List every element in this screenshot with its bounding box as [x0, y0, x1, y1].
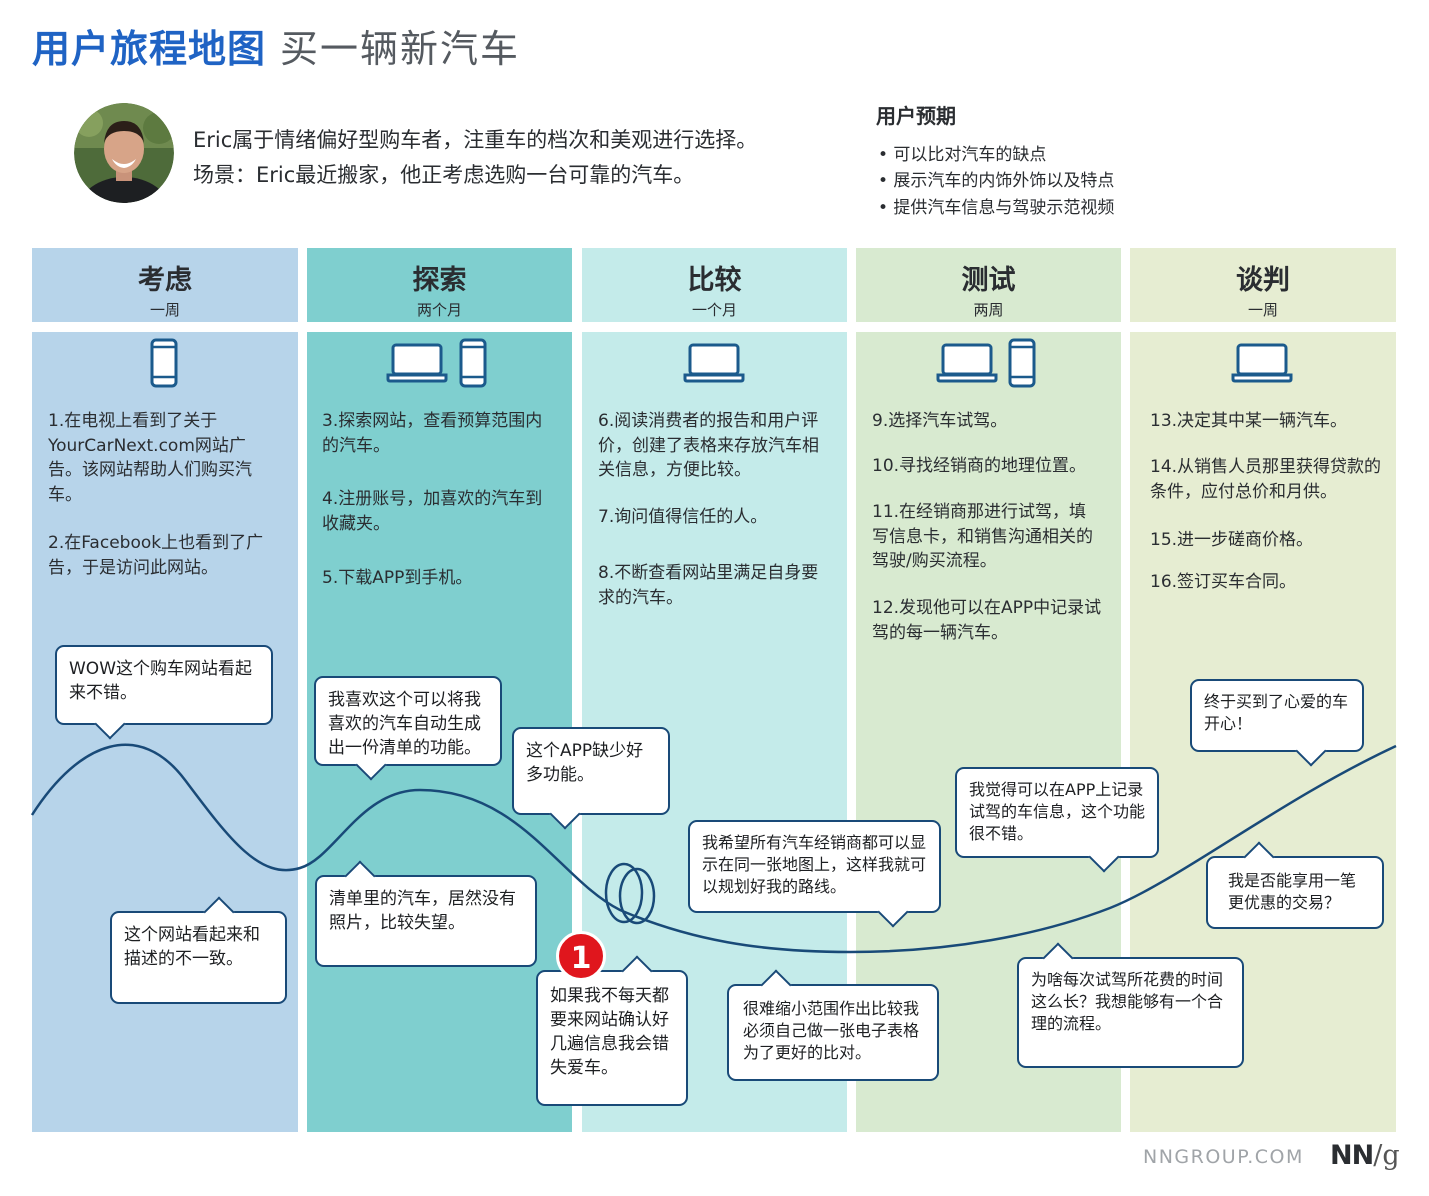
title-sub: 买一辆新汽车	[280, 27, 521, 71]
step-item: 1.在电视上看到了关于YourCarNext.com网站广告。该网站帮助人们购买…	[48, 411, 252, 505]
stage-name: 考虑	[138, 265, 192, 296]
thought-bubble: 这个APP缺少好多功能。	[512, 727, 670, 830]
thought-bubble: 为啥每次试驾所花费的时间这么长？我想能够有一个合理的流程。	[1017, 942, 1244, 1068]
thought-text: 为啥每次试驾所花费的时间这么长？我想能够有一个合理的流程。	[1031, 970, 1224, 1033]
stage-duration: 一个月	[691, 301, 737, 319]
step-item: 7.询问值得信任的人。	[598, 507, 768, 527]
step-item: 6.阅读消费者的报告和用户评价，创建了表格来存放汽车相关信息，方便比较。	[598, 411, 819, 480]
step-item: 12.发现他可以在APP中记录试驾的每一辆汽车。	[872, 598, 1102, 643]
thought-bubble: 我喜欢这个可以将我喜欢的汽车自动生成出一份清单的功能。	[314, 676, 502, 781]
stage-duration: 两周	[973, 301, 1004, 319]
expectations-title: 用户预期	[876, 104, 956, 128]
thought-bubble: 我觉得可以在APP上记录试驾的车信息，这个功能很不错。	[955, 767, 1159, 873]
logo-slash: /	[1373, 1140, 1383, 1171]
step-item: 8.不断查看网站里满足自身要求的汽车。	[598, 563, 819, 608]
stage-header-compare: 比较 一个月	[582, 248, 847, 322]
stage-header-negotiate: 谈判 一周	[1130, 248, 1396, 322]
step-item: 16.签订买车合同。	[1150, 572, 1297, 592]
thought-text: 清单里的汽车，居然没有照片，比较失望。	[329, 889, 516, 933]
step-item: 9.选择汽车试驾。	[872, 411, 1008, 431]
nng-logo: NN/g	[1330, 1140, 1400, 1171]
step-item: 5.下载APP到手机。	[322, 568, 473, 588]
step-item: 2.在Facebook上也看到了广告，于是访问此网站。	[48, 533, 264, 578]
logo-nn: NN	[1330, 1140, 1374, 1171]
stage-header-explore: 探索 两个月	[307, 248, 572, 322]
persona-description: Eric属于情绪偏好型购车者，注重车的档次和美观进行选择。	[193, 128, 758, 152]
step-item: 13.决定其中某一辆汽车。	[1150, 411, 1348, 431]
thought-text: 我喜欢这个可以将我喜欢的汽车自动生成出一份清单的功能。	[328, 690, 481, 758]
title-main: 用户旅程地图	[32, 27, 267, 71]
thought-bubble: 这个网站看起来和描述的不一致。	[110, 896, 287, 1004]
footer-site: NNGROUP.COM	[1143, 1146, 1304, 1168]
stage-name: 探索	[412, 265, 467, 296]
thought-text: 这个APP缺少好多功能。	[526, 741, 644, 785]
curve-loop-outer	[604, 862, 644, 924]
thought-bubble: 很难缩小范围作出比较我必须自己做一张电子表格为了更好的比对。	[727, 969, 939, 1081]
stage-duration: 一周	[149, 301, 180, 319]
laptop-icon	[683, 343, 745, 383]
laptop-icon	[936, 343, 998, 383]
step-item: 11.在经销商那进行试驾，填写信息卡，和销售沟通相关的驾驶/购买流程。	[872, 502, 1093, 571]
stage-duration: 两个月	[416, 301, 462, 319]
stage-header-test: 测试 两周	[856, 248, 1121, 322]
stage-name: 谈判	[1236, 265, 1290, 296]
thought-bubble: 清单里的汽车，居然没有照片，比较失望。	[315, 860, 537, 967]
thought-text: 我觉得可以在APP上记录试驾的车信息，这个功能很不错。	[969, 780, 1146, 843]
curve-loop-inner	[618, 867, 656, 925]
stage-duration: 一周	[1247, 301, 1278, 319]
step-item: 4.注册账号，加喜欢的汽车到收藏夹。	[322, 489, 543, 534]
emotion-line	[30, 743, 1397, 954]
step-item: 14.从销售人员那里获得贷款的条件，应付总价和月供。	[1150, 457, 1382, 502]
phone-icon	[459, 338, 487, 388]
step-item: 10.寻找经销商的地理位置。	[872, 456, 1087, 476]
laptop-icon	[1231, 343, 1293, 383]
stage-name: 比较	[687, 265, 742, 296]
thought-text: 很难缩小范围作出比较我必须自己做一张电子表格为了更好的比对。	[743, 999, 920, 1062]
thought-bubble: 我希望所有汽车经销商都可以显示在同一张地图上，这样我就可以规划好我的路线。	[688, 820, 941, 928]
thought-bubble: WOW这个购车网站看起来不错。	[55, 645, 273, 740]
thought-text: 如果我不每天都要来网站确认好几遍信息我会错失爱车。	[550, 986, 669, 1078]
thought-text: WOW这个购车网站看起来不错。	[69, 659, 252, 703]
pain-point-badge: 1	[556, 931, 606, 981]
phone-icon	[1008, 338, 1036, 388]
persona-scenario: 场景：Eric最近搬家，他正考虑选购一台可靠的汽车。	[193, 163, 695, 187]
step-item: 3.探索网站，查看预算范围内的汽车。	[322, 411, 543, 456]
thought-text: 我希望所有汽车经销商都可以显示在同一张地图上，这样我就可以规划好我的路线。	[702, 833, 927, 896]
expectation-item: • 展示汽车的内饰外饰以及特点	[878, 171, 1115, 191]
phone-icon	[150, 338, 178, 388]
laptop-icon	[386, 343, 448, 383]
thought-bubble: 我是否能享用一笔更优惠的交易？	[1206, 841, 1384, 929]
thought-bubble: 终于买到了心爱的车开心！	[1190, 679, 1364, 767]
stage-name: 测试	[961, 265, 1016, 296]
page-title: 用户旅程地图买一辆新汽车	[32, 18, 520, 74]
thought-text: 终于买到了心爱的车开心！	[1204, 692, 1349, 733]
expectation-item: • 可以比对汽车的缺点	[878, 145, 1047, 165]
logo-g: g	[1382, 1140, 1400, 1171]
thought-text: 这个网站看起来和描述的不一致。	[124, 925, 260, 969]
thought-text: 我是否能享用一笔更优惠的交易？	[1228, 871, 1357, 912]
step-item: 15.进一步磋商价格。	[1150, 530, 1314, 550]
expectation-item: • 提供汽车信息与驾驶示范视频	[878, 198, 1115, 218]
thought-bubble: 如果我不每天都要来网站确认好几遍信息我会错失爱车。	[536, 955, 688, 1106]
stage-header-consider: 考虑 一周	[32, 248, 298, 322]
